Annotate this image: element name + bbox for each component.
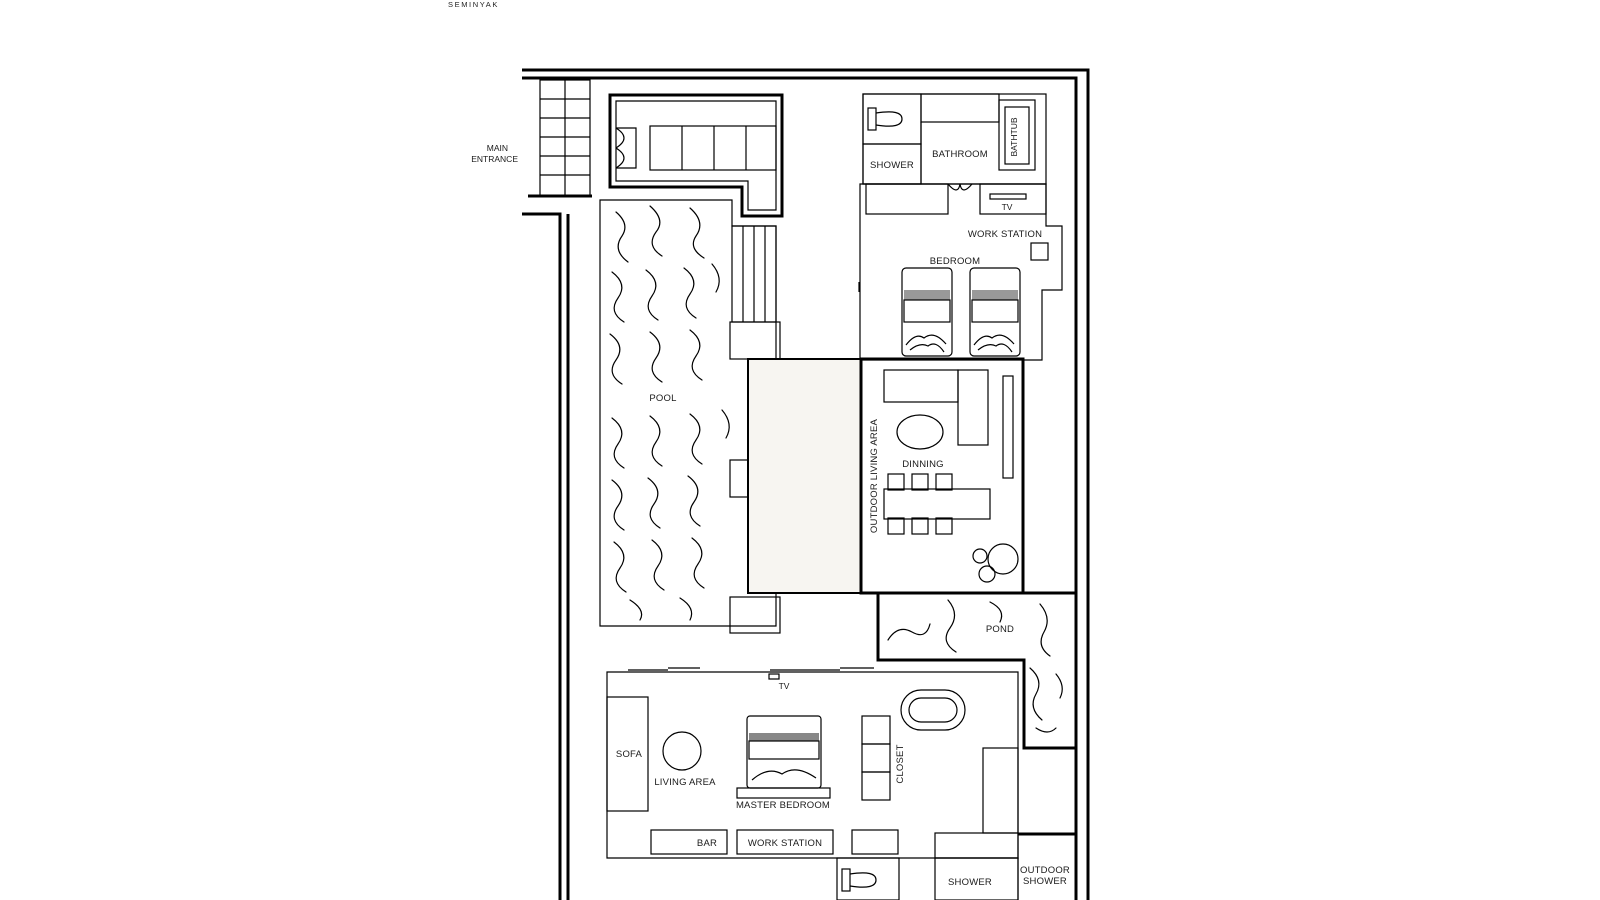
bed-icon [901, 267, 953, 357]
outdoor-living-area [859, 357, 1025, 595]
bathtub-icon [998, 99, 1036, 171]
master-suite [606, 667, 1019, 859]
outdoor-shower-label: OUTDOOR [1020, 865, 1070, 876]
outdoor-shower-label-2: SHOWER [1023, 876, 1067, 887]
deck [747, 358, 862, 594]
work-station-top-label: WORK STATION [968, 229, 1042, 240]
main-entrance-label: MAIN [487, 143, 508, 153]
tv-bottom-label: TV [779, 681, 790, 691]
bathtub-label: BATHTUB [1009, 117, 1019, 156]
dinning-label: DINNING [902, 459, 944, 470]
toilet-area [836, 857, 900, 900]
closet-label: CLOSET [895, 744, 906, 783]
entrance-steps [528, 79, 592, 198]
sofa-label: SOFA [616, 749, 643, 760]
bed-icon [969, 267, 1021, 357]
bathroom-label: BATHROOM [932, 149, 988, 160]
living-area-label: LIVING AREA [654, 777, 716, 788]
shower-area [934, 832, 1076, 900]
pond [876, 591, 1078, 750]
bedroom-label: BEDROOM [930, 256, 981, 267]
pool [599, 199, 777, 627]
double-door-icon [615, 127, 637, 169]
shower-bottom-label: SHOWER [948, 877, 992, 888]
pond-label: POND [986, 624, 1014, 635]
main-entrance-label-2: ENTRANCE [471, 154, 518, 164]
bar-label: BAR [697, 838, 717, 849]
shower-top-label: SHOWER [870, 160, 914, 171]
pool-label: POOL [649, 393, 676, 404]
bedroom-block [858, 183, 1063, 361]
work-station-bottom-label: WORK STATION [748, 838, 822, 849]
toilet-icon [867, 107, 903, 131]
entry-storage [608, 93, 784, 218]
outdoor-living-area-label: OUTDOOR LIVING AREA [869, 418, 880, 533]
brand-label: SEMINYAK [448, 0, 499, 9]
master-bedroom-label: MASTER BEDROOM [736, 800, 830, 811]
bed-icon [736, 715, 831, 799]
toilet-icon [841, 868, 877, 892]
tv-top-label: TV [1002, 202, 1013, 212]
